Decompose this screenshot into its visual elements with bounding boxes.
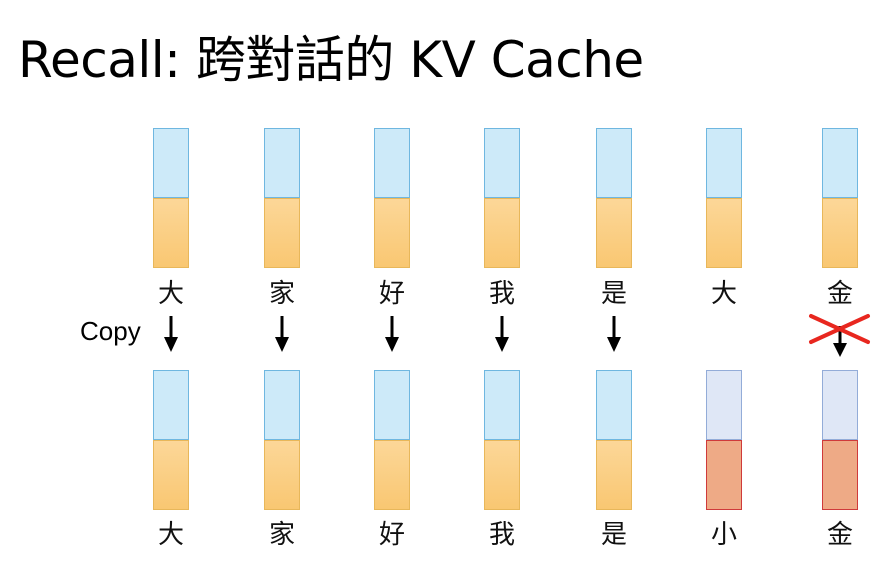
- key-cell: [596, 128, 632, 198]
- bottom-token-label: 好: [378, 520, 405, 550]
- value-cell: [264, 198, 300, 268]
- copy-arrow: [164, 316, 178, 352]
- bottom-token-label: 金: [826, 520, 853, 550]
- key-cell: [264, 370, 300, 440]
- top-token-label: 是: [600, 279, 627, 309]
- key-cell: [822, 128, 858, 198]
- value-cell: [484, 440, 520, 510]
- value-cell: [596, 198, 632, 268]
- copy-arrow: [607, 316, 621, 352]
- top-token-label: 家: [268, 279, 295, 309]
- key-cell-recomputed: [822, 370, 858, 440]
- top-token-label: 金: [826, 279, 853, 309]
- key-cell: [374, 128, 410, 198]
- copy-arrow: [495, 316, 509, 352]
- value-cell: [153, 198, 189, 268]
- key-cell-recomputed: [706, 370, 742, 440]
- value-cell: [822, 198, 858, 268]
- value-cell: [484, 198, 520, 268]
- copy-label: Copy: [80, 316, 141, 346]
- bottom-token-label: 我: [488, 520, 515, 550]
- key-cell: [374, 370, 410, 440]
- key-cell: [264, 128, 300, 198]
- top-token-label: 大: [710, 279, 737, 309]
- copy-arrow: [385, 316, 399, 352]
- top-token-label: 我: [488, 279, 515, 309]
- bottom-token-label: 家: [268, 520, 295, 550]
- bottom-token-label: 小: [710, 520, 737, 550]
- key-cell: [484, 128, 520, 198]
- key-cell: [153, 370, 189, 440]
- top-token-label: 好: [378, 279, 405, 309]
- value-cell: [264, 440, 300, 510]
- bottom-token-label: 是: [600, 520, 627, 550]
- value-cell: [706, 198, 742, 268]
- value-cell: [596, 440, 632, 510]
- value-cell: [153, 440, 189, 510]
- value-cell: [374, 440, 410, 510]
- key-cell: [484, 370, 520, 440]
- value-cell-recomputed: [706, 440, 742, 510]
- slide-title: Recall: 跨對話的 KV Cache: [18, 31, 644, 89]
- value-cell: [374, 198, 410, 268]
- key-cell: [153, 128, 189, 198]
- top-token-label: 大: [157, 279, 184, 309]
- key-cell: [596, 370, 632, 440]
- bottom-token-label: 大: [157, 520, 184, 550]
- value-cell-recomputed: [822, 440, 858, 510]
- copy-arrow: [275, 316, 289, 352]
- key-cell: [706, 128, 742, 198]
